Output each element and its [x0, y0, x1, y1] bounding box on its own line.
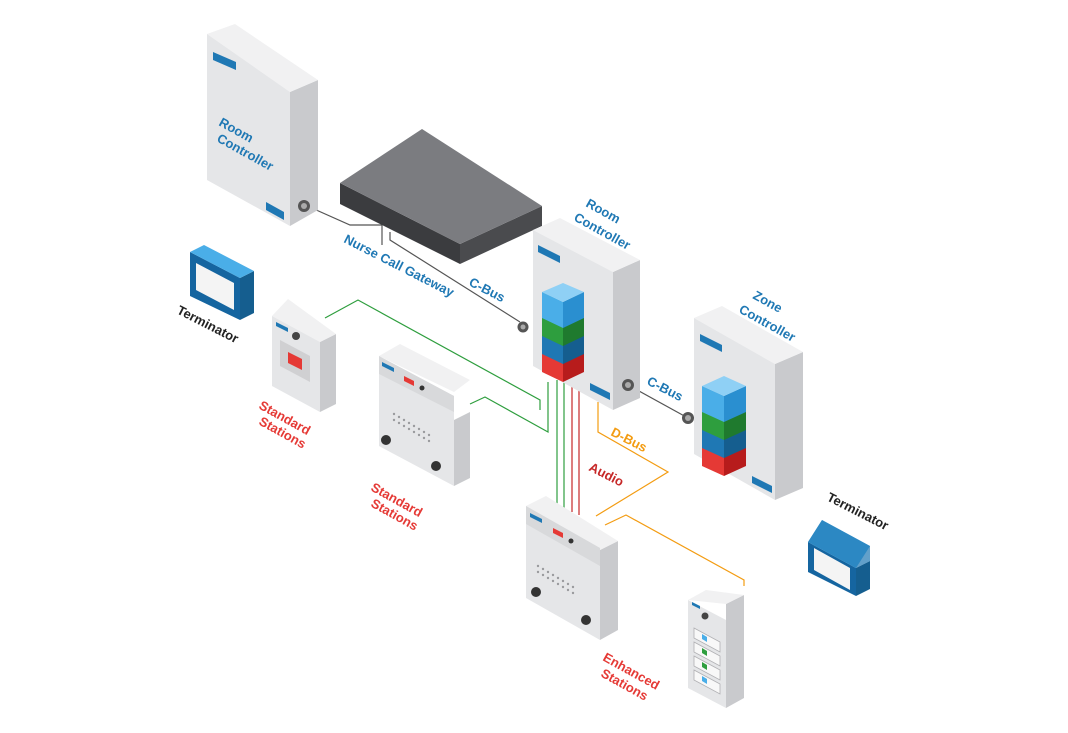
nurse-call-gateway: Nurse Call Gateway: [340, 129, 542, 300]
stack-light-mid: [542, 283, 584, 382]
speaker-grille-2: [392, 412, 431, 443]
dbus-line-1: [595, 402, 670, 517]
cbus-label-1: C-Bus: [467, 274, 508, 305]
terminator-left: Terminator: [175, 245, 254, 346]
gateway-link-top: [304, 204, 383, 245]
room-controller-top: Room Controller: [207, 24, 318, 226]
zone-controller: Zone Controller: [682, 288, 803, 500]
dbus-line-2: [604, 514, 745, 586]
enhanced-station-panel: [688, 590, 744, 708]
audio-label: Audio: [587, 459, 627, 489]
button-column: [693, 627, 721, 695]
connections: [304, 204, 745, 586]
stack-light-zone: [702, 376, 746, 476]
green-line-standard-2: [469, 382, 549, 434]
gateway-link-2: [389, 232, 521, 323]
terminator-right-label: Terminator: [825, 489, 891, 533]
enhanced-station-large: [526, 496, 618, 640]
terminator-right: Terminator: [808, 489, 891, 596]
standard-station-2: Standard Stations: [369, 344, 470, 533]
green-line-standard-1: [324, 299, 541, 410]
speaker-grille-enhanced: [536, 564, 575, 595]
cbus-label-2: C-Bus: [645, 373, 686, 404]
standard-station-1: Standard Stations: [257, 299, 336, 451]
